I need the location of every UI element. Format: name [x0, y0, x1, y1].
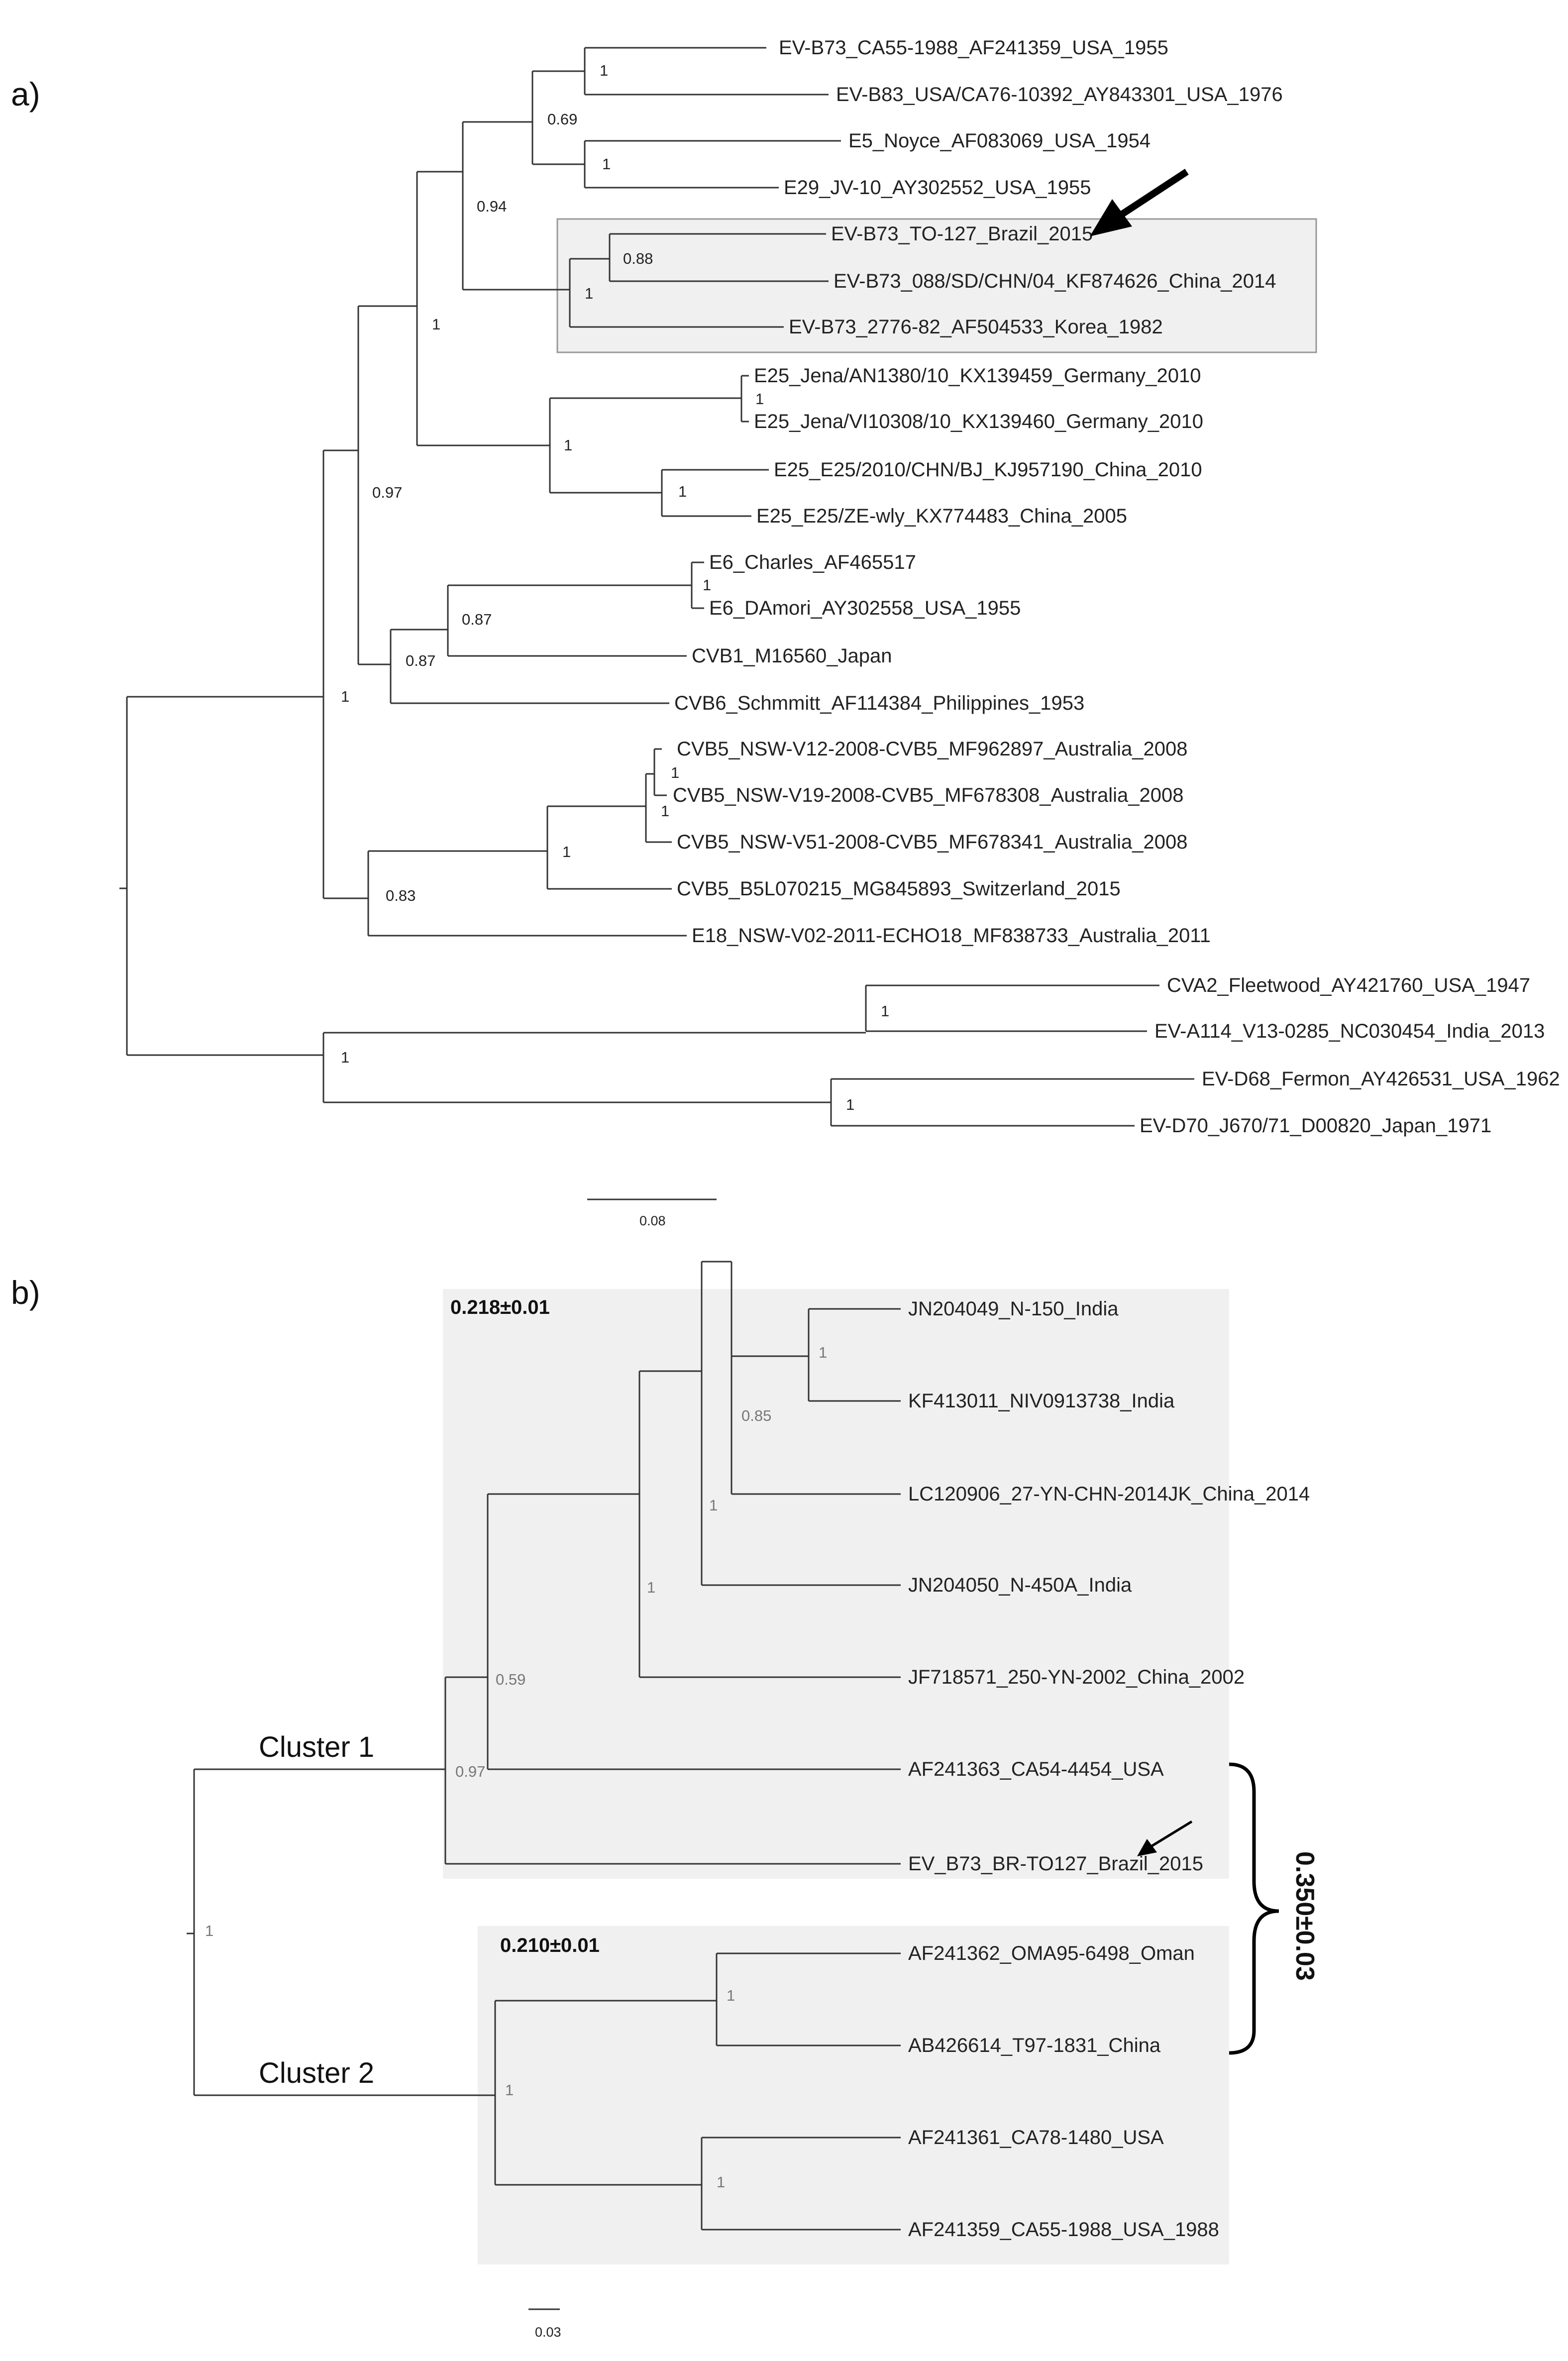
taxon-label: CVB6_Schmmitt_AF114384_Philippines_1953 — [674, 692, 1084, 714]
taxon-label: E25_Jena/VI10308/10_KX139460_Germany_201… — [754, 411, 1203, 432]
tree-a-taxa: EV-B73_CA55-1988_AF241359_USA_1955 EV-B8… — [673, 37, 1560, 1137]
highlight-box-ev-b73 — [556, 218, 1317, 353]
taxon-label: CVB1_M16560_Japan — [692, 645, 892, 667]
taxon-label: CVA2_Fleetwood_AY421760_USA_1947 — [1167, 974, 1530, 996]
support-value: 1 — [341, 1049, 349, 1066]
taxon-label: EV-B83_USA/CA76-10392_AY843301_USA_1976 — [836, 84, 1283, 106]
support-value: 1 — [341, 688, 349, 705]
panel-b-label: b) — [11, 1274, 40, 1311]
tree-b-taxa: JN204049_N-150_India KF413011_NIV0913738… — [908, 1298, 1310, 2241]
taxon-label: CVB5_B5L070215_MG845893_Switzerland_2015 — [677, 878, 1121, 900]
support-value: 1 — [564, 436, 572, 454]
support-value: 0.87 — [406, 652, 435, 669]
support-value: 0.69 — [547, 110, 577, 128]
cluster1-label: Cluster 1 — [259, 1731, 374, 1763]
support-value: 1 — [717, 2173, 725, 2191]
taxon-label: E25_Jena/AN1380/10_KX139459_Germany_2010 — [754, 365, 1201, 387]
cluster2-label: Cluster 2 — [259, 2057, 374, 2089]
taxon-label: EV-B73_2776-82_AF504533_Korea_1982 — [789, 316, 1163, 338]
support-value: 0.83 — [386, 887, 416, 904]
support-value: 1 — [562, 843, 571, 860]
taxon-label: KF413011_NIV0913738_India — [908, 1390, 1175, 1412]
support-value: 1 — [661, 802, 669, 820]
support-value: 0.94 — [477, 198, 507, 215]
arrow-icon — [1090, 169, 1189, 236]
support-value: 0.59 — [496, 1671, 525, 1688]
taxon-label: E5_Noyce_AF083069_USA_1954 — [848, 130, 1150, 152]
support-value: 1 — [585, 285, 593, 302]
support-value: 1 — [671, 764, 679, 781]
taxon-label: E6_DAmori_AY302558_USA_1955 — [709, 597, 1021, 619]
brace-icon — [1229, 1762, 1279, 2055]
support-value: 1 — [819, 1344, 827, 1361]
support-value: 1 — [647, 1579, 655, 1596]
taxon-label: E25_E25/2010/CHN/BJ_KJ957190_China_2010 — [774, 459, 1202, 481]
tree-a-support-values: 1 0.69 1 0.94 0.88 1 1 1 1 1 0.97 1 0.87… — [341, 62, 889, 1113]
taxon-label: EV-B73_088/SD/CHN/04_KF874626_China_2014 — [834, 270, 1276, 292]
taxon-label: AF241362_OMA95-6498_Oman — [908, 1942, 1195, 1964]
taxon-label: EV-D70_J670/71_D00820_Japan_1971 — [1140, 1115, 1491, 1137]
taxon-label: EV-D68_Fermon_AY426531_USA_1962 — [1202, 1068, 1560, 1090]
support-value: 0.97 — [455, 1763, 485, 1780]
support-value: 1 — [755, 390, 764, 408]
support-value: 1 — [727, 1987, 735, 2004]
taxon-label: JF718571_250-YN-2002_China_2002 — [908, 1666, 1245, 1688]
support-value: 0.87 — [462, 611, 492, 628]
support-value: 1 — [205, 1922, 213, 1939]
scale-label-b: 0.03 — [535, 2325, 561, 2340]
taxon-label: JN204050_N-450A_India — [908, 1574, 1132, 1596]
taxon-label-highlighted: EV_B73_BR-TO127_Brazil_2015 — [908, 1853, 1203, 1875]
cluster1-box — [443, 1289, 1229, 1879]
support-value: 1 — [846, 1096, 854, 1113]
support-value: 1 — [600, 62, 608, 79]
support-value: 0.88 — [623, 250, 653, 267]
cluster1-distance: 0.218±0.01 — [450, 1296, 550, 1318]
support-value: 1 — [703, 576, 711, 594]
tree-b-support-values: 1 0.85 1 1 0.59 0.97 1 1 1 1 — [205, 1344, 827, 2191]
support-value: 1 — [881, 1002, 889, 1020]
taxon-label: LC120906_27-YN-CHN-2014JK_China_2014 — [908, 1483, 1310, 1505]
taxon-label: CVB5_NSW-V51-2008-CVB5_MF678341_Australi… — [677, 831, 1188, 853]
taxon-label: AF241363_CA54-4454_USA — [908, 1758, 1164, 1780]
support-value: 1 — [709, 1497, 718, 1514]
taxon-label: E18_NSW-V02-2011-ECHO18_MF838733_Austral… — [692, 925, 1211, 947]
taxon-label: AF241359_CA55-1988_USA_1988 — [908, 2219, 1219, 2241]
support-value: 0.97 — [372, 484, 402, 501]
tree-b-branches — [187, 1261, 901, 2231]
support-value: 1 — [505, 2081, 514, 2099]
taxon-label: AF241361_CA78-1480_USA — [908, 2127, 1164, 2148]
between-cluster-distance: 0.350±0.03 — [1290, 1851, 1319, 1981]
taxon-label: CVB5_NSW-V19-2008-CVB5_MF678308_Australi… — [673, 784, 1184, 806]
taxon-label: E29_JV-10_AY302552_USA_1955 — [784, 177, 1091, 199]
taxon-label: AB426614_T97-1831_China — [908, 2035, 1161, 2056]
tree-a-branches — [119, 47, 1194, 1127]
panel-a-label: a) — [11, 76, 40, 112]
support-value: 1 — [678, 483, 687, 500]
taxon-label: JN204049_N-150_India — [908, 1298, 1119, 1320]
taxon-label: E25_E25/ZE-wly_KX774483_China_2005 — [756, 505, 1127, 527]
arrow-icon — [1137, 1820, 1193, 1856]
support-value: 1 — [602, 155, 611, 173]
cluster2-box — [478, 1926, 1229, 2264]
taxon-label-highlighted: EV-B73_TO-127_Brazil_2015 — [831, 223, 1093, 245]
taxon-label: CVB5_NSW-V12-2008-CVB5_MF962897_Australi… — [677, 738, 1188, 760]
scale-label-a: 0.08 — [639, 1213, 666, 1228]
cluster2-distance: 0.210±0.01 — [500, 1934, 600, 1956]
taxon-label: E6_Charles_AF465517 — [709, 551, 916, 573]
support-value: 0.85 — [741, 1407, 771, 1424]
support-value: 1 — [432, 316, 440, 333]
taxon-label: EV-A114_V13-0285_NC030454_India_2013 — [1154, 1020, 1545, 1042]
taxon-label: EV-B73_CA55-1988_AF241359_USA_1955 — [779, 37, 1168, 59]
